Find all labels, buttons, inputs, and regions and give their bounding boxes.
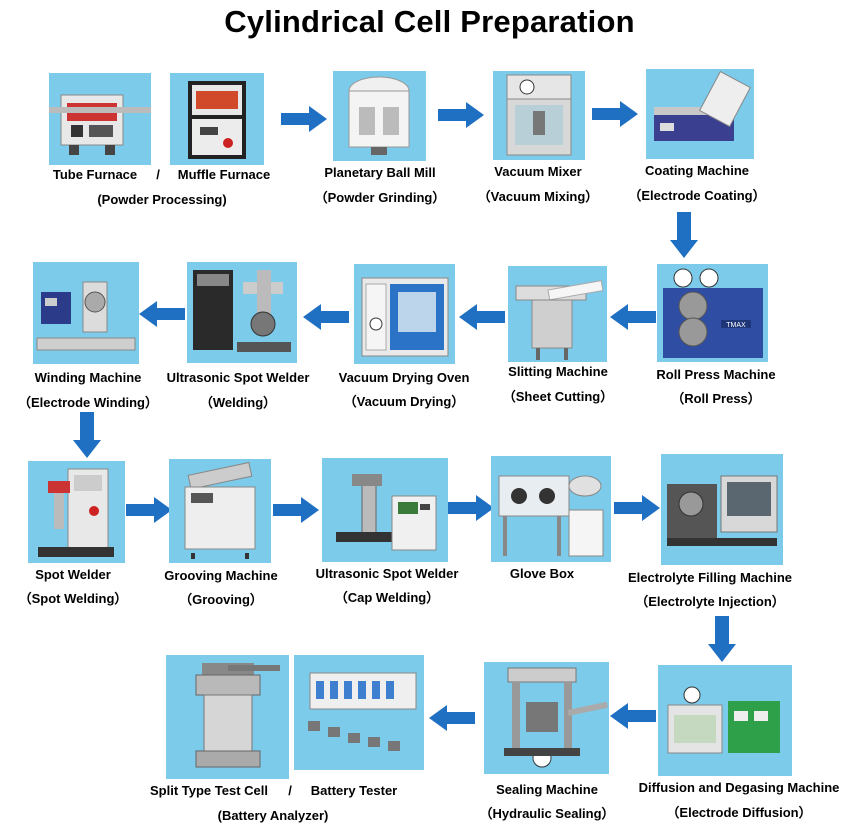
muffle-furnace-image: [170, 73, 264, 165]
flow-arrow-right: [592, 101, 638, 127]
ultrasonic-spot-welder-image: [187, 262, 297, 363]
flow-arrow-right: [448, 495, 494, 521]
flow-arrow-left: [303, 304, 349, 330]
step-label-ultrasonic-spot-welder: Ultrasonic Spot Welder: [166, 370, 310, 385]
flow-arrow-right: [281, 106, 327, 132]
flow-arrow-left: [610, 703, 656, 729]
step-desc-electrode-coating: （Electrode Coating）: [628, 188, 766, 203]
step-desc-sheet-cutting: （Sheet Cutting）: [502, 389, 614, 404]
step-desc-powder-grinding: （Powder Grinding）: [314, 190, 446, 205]
electrolyte-filling-machine-image: [661, 454, 783, 565]
flow-arrow-left: [459, 304, 505, 330]
step-desc-electrolyte-injection: （Electrolyte Injection）: [635, 594, 785, 609]
flow-arrow-right: [438, 102, 484, 128]
step-desc-grooving: （Grooving）: [179, 592, 263, 607]
step-desc-cap-welding: （Cap Welding）: [334, 590, 440, 605]
step-label-diffusion-degasing-machine: Diffusion and Degasing Machine: [638, 780, 840, 795]
step-desc-roll-press: （Roll Press）: [671, 391, 761, 406]
glove-box-image: [491, 456, 611, 562]
tube-furnace-image: [49, 73, 151, 165]
step-label-vacuum-mixer: Vacuum Mixer: [494, 164, 582, 179]
step-label-battery-tester: Battery Tester: [310, 783, 398, 798]
flow-arrow-left: [429, 705, 475, 731]
step-label-grooving-machine: Grooving Machine: [164, 568, 278, 583]
step-desc-electrode-diffusion: （Electrode Diffusion）: [666, 805, 812, 820]
spot-welder-image: [28, 461, 125, 563]
step-label-sealing-machine: Sealing Machine: [496, 782, 598, 797]
flow-arrow-down: [73, 412, 101, 458]
coating-machine-image: [646, 69, 754, 159]
diffusion-degasing-machine-image: [658, 665, 792, 776]
battery-tester-image: [294, 655, 424, 770]
step-desc-welding: （Welding）: [199, 395, 277, 410]
flow-arrow-left: [139, 301, 185, 327]
sealing-machine-image: [484, 662, 609, 774]
flow-arrow-down: [670, 212, 698, 258]
step-desc-spot-welding: （Spot Welding）: [18, 591, 128, 606]
step-label-slitting-machine: Slitting Machine: [508, 364, 608, 379]
step-label-coating-machine: Coating Machine: [644, 163, 750, 178]
flow-arrow-right: [126, 497, 172, 523]
vacuum-mixer-image: [493, 71, 585, 160]
step-label-split-type-test-cell: Split Type Test Cell: [150, 783, 268, 798]
flow-arrow-down: [708, 616, 736, 662]
planetary-ball-mill-image: [333, 71, 426, 161]
separator: /: [288, 783, 292, 798]
flow-arrow-left: [610, 304, 656, 330]
page-title: Cylindrical Cell Preparation: [224, 4, 635, 39]
separator: /: [156, 167, 160, 182]
step-label-roll-press-machine: Roll Press Machine: [656, 367, 776, 382]
step-label-electrolyte-filling-machine: Electrolyte Filling Machine: [628, 570, 792, 585]
step-desc-vacuum-mixing: （Vacuum Mixing）: [477, 189, 599, 204]
step-desc-hydraulic-sealing: （Hydraulic Sealing）: [479, 806, 615, 821]
step-desc-electrode-winding: （Electrode Winding）: [18, 395, 158, 410]
split-type-test-cell-image: [166, 655, 289, 779]
flow-arrow-right: [614, 495, 660, 521]
step-label-winding-machine: Winding Machine: [34, 370, 142, 385]
roll-press-machine-image: TMAX: [657, 264, 768, 362]
tmax-brand: TMAX: [726, 322, 746, 329]
vacuum-drying-oven-image: [354, 264, 455, 364]
flow-arrow-right: [273, 497, 319, 523]
step-label-tube-furnace: Tube Furnace: [52, 167, 138, 182]
step-label-vacuum-drying-oven: Vacuum Drying Oven: [338, 370, 470, 385]
ultrasonic-cap-welder-image: [322, 458, 448, 562]
step-label-planetary-ball-mill: Planetary Ball Mill: [324, 165, 436, 180]
grooving-machine-image: [169, 459, 271, 563]
step-desc-powder-processing: (Powder Processing): [97, 192, 227, 207]
step-label-spot-welder: Spot Welder: [35, 567, 111, 582]
step-label-muffle-furnace: Muffle Furnace: [177, 167, 271, 182]
step-desc-vacuum-drying: （Vacuum Drying）: [343, 394, 465, 409]
slitting-machine-image: [508, 266, 607, 362]
step-label-ultrasonic-spot-welder-cap: Ultrasonic Spot Welder: [315, 566, 459, 581]
winding-machine-image: [33, 262, 139, 364]
step-desc-battery-analyzer: (Battery Analyzer): [217, 808, 329, 823]
step-label-glove-box: Glove Box: [509, 566, 575, 581]
